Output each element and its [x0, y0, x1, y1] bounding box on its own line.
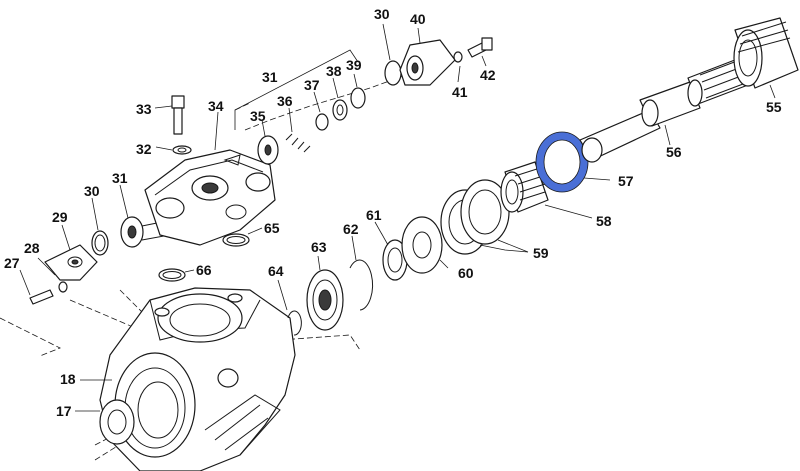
shim-ring-57-highlighted	[535, 131, 611, 193]
callout-55: 55	[766, 99, 782, 115]
callout-31-upper: 31	[262, 69, 278, 85]
callout-29: 29	[52, 209, 68, 225]
callout-65: 65	[264, 220, 280, 236]
thrust-bearing-59	[440, 179, 529, 255]
callout-38: 38	[326, 63, 342, 79]
head-cover-34	[144, 111, 276, 246]
callout-66: 66	[196, 262, 212, 278]
callout-42: 42	[480, 67, 496, 83]
callout-62: 62	[343, 221, 359, 237]
spacer-thrust-washer	[374, 216, 449, 281]
seal-30-lower	[91, 197, 109, 256]
bearing-63-group	[277, 235, 373, 336]
callout-57: 57	[618, 173, 634, 189]
callout-36: 36	[277, 93, 293, 109]
tapered-bearing-55	[733, 17, 799, 99]
callout-34: 34	[208, 98, 224, 114]
callout-37: 37	[304, 77, 320, 93]
callout-63: 63	[311, 239, 327, 255]
flange-17	[99, 399, 135, 445]
callout-18: 18	[60, 371, 76, 387]
callout-30-lower: 30	[84, 183, 100, 199]
pinion-shaft-56	[579, 57, 752, 163]
callout-labels: 18 17 27 28 29 30 31 32 33 34 35 36 37 3…	[4, 6, 782, 419]
callout-64: 64	[268, 263, 284, 279]
callout-39: 39	[346, 57, 362, 73]
gear-spring-seal-group	[234, 49, 366, 165]
main-housing	[75, 287, 296, 471]
cover-27-28-29	[19, 224, 98, 305]
bevel-gear-31-lower	[119, 184, 165, 248]
callout-32: 32	[136, 141, 152, 157]
callout-59: 59	[533, 245, 549, 261]
callout-35: 35	[250, 108, 266, 124]
callout-60: 60	[458, 265, 474, 281]
callout-31-lower: 31	[112, 170, 128, 186]
callout-56: 56	[666, 144, 682, 160]
callout-61: 61	[366, 207, 382, 223]
callout-30-upper: 30	[374, 6, 390, 22]
callout-27: 27	[4, 255, 20, 271]
top-cover-group	[382, 23, 493, 86]
o-rings-65-66	[158, 227, 263, 282]
needle-bearing-58	[500, 161, 593, 219]
callout-28: 28	[24, 240, 40, 256]
callout-58: 58	[596, 213, 612, 229]
callout-40: 40	[410, 11, 426, 27]
callout-17: 17	[56, 403, 72, 419]
callout-41: 41	[452, 84, 468, 100]
callout-33: 33	[136, 101, 152, 117]
bolt-33-washer-32	[154, 95, 192, 155]
